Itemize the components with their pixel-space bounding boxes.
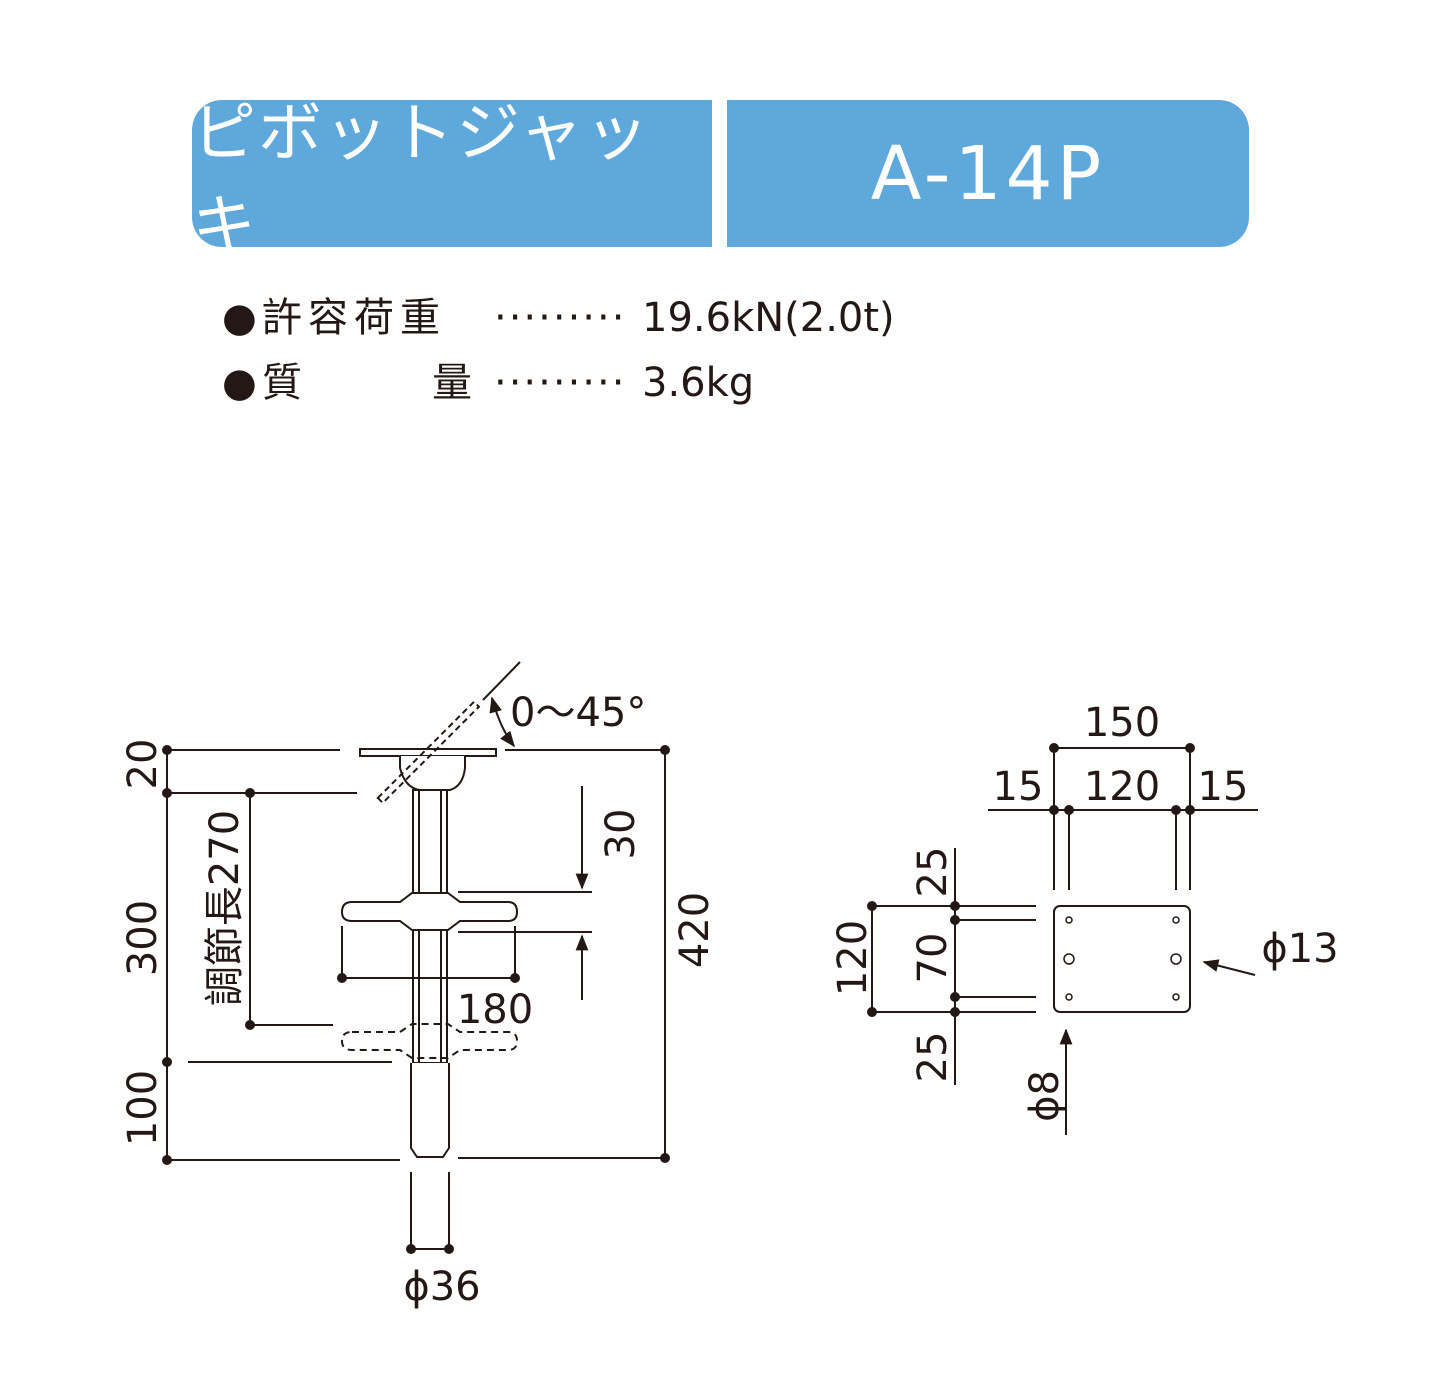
dim-300-label: 300 (120, 900, 166, 976)
tilted-plate-dashed (376, 700, 481, 805)
dim-15-right-label: 15 (1198, 764, 1249, 810)
leader-dots: ········· (494, 360, 627, 406)
dim-25-top-label: 25 (910, 847, 956, 898)
bullet-icon: ● (222, 295, 257, 341)
small-hole (1065, 916, 1073, 924)
ball-joint (399, 756, 466, 791)
base-plate (359, 748, 497, 757)
spec-mass: ● 質 量 ········· 3.6kg (222, 358, 754, 408)
dim-70-label: 70 (910, 933, 956, 984)
spec-value: 3.6kg (642, 360, 755, 406)
small-hole (1172, 916, 1180, 924)
leader-dots: ········· (494, 295, 627, 341)
large-hole (1170, 953, 1182, 965)
spec-label-part2: 量 (432, 360, 472, 406)
small-hole (1172, 993, 1180, 1001)
side-view-dim-points (162, 745, 670, 1254)
diameter-36-label: ϕ36 (403, 1264, 480, 1310)
dim-100-label: 100 (120, 1070, 166, 1146)
hole-13-label: ϕ13 (1261, 926, 1338, 972)
dim-30-label: 30 (598, 809, 644, 860)
bolt-holes (1063, 916, 1182, 1001)
handle (340, 892, 519, 931)
bullet-icon: ● (222, 360, 257, 406)
spec-label: 質 (262, 360, 308, 406)
angle-label: 0～45° (510, 690, 646, 736)
angle-arc (489, 696, 515, 748)
angle-reference-line (482, 661, 521, 701)
product-name-banner: ピボットジャッキ (192, 97, 712, 263)
dim-420-label: 420 (672, 892, 718, 968)
dim-15-left-label: 15 (993, 764, 1044, 810)
plate-view-dim-points (867, 743, 1195, 1017)
dim-20-label: 20 (120, 739, 166, 790)
model-code: A-14P (870, 130, 1106, 217)
small-hole (1065, 993, 1073, 1001)
spec-label: 許容荷重 (262, 295, 446, 341)
dim-120-left-label: 120 (830, 920, 876, 996)
side-view (166, 661, 666, 1250)
adjust-length-label: 調節長270 (202, 810, 248, 1006)
model-code-banner: A-14P (727, 100, 1249, 247)
dim-25-bottom-label: 25 (910, 1032, 956, 1083)
spec-value: 19.6kN(2.0t) (642, 295, 895, 341)
base-plate-top (1053, 905, 1191, 1013)
lower-pipe (410, 1063, 450, 1158)
plate-view (871, 747, 1258, 1135)
large-hole (1063, 953, 1075, 965)
spec-allowable-load: ● 許容荷重 ········· 19.6kN(2.0t) (222, 293, 895, 343)
dim-120-top-label: 120 (1084, 764, 1160, 810)
product-name: ピボットジャッキ (192, 96, 651, 263)
hole-8-label: ϕ8 (1022, 1070, 1068, 1122)
dim-180-label: 180 (457, 987, 533, 1033)
dim-150-label: 150 (1084, 700, 1160, 746)
